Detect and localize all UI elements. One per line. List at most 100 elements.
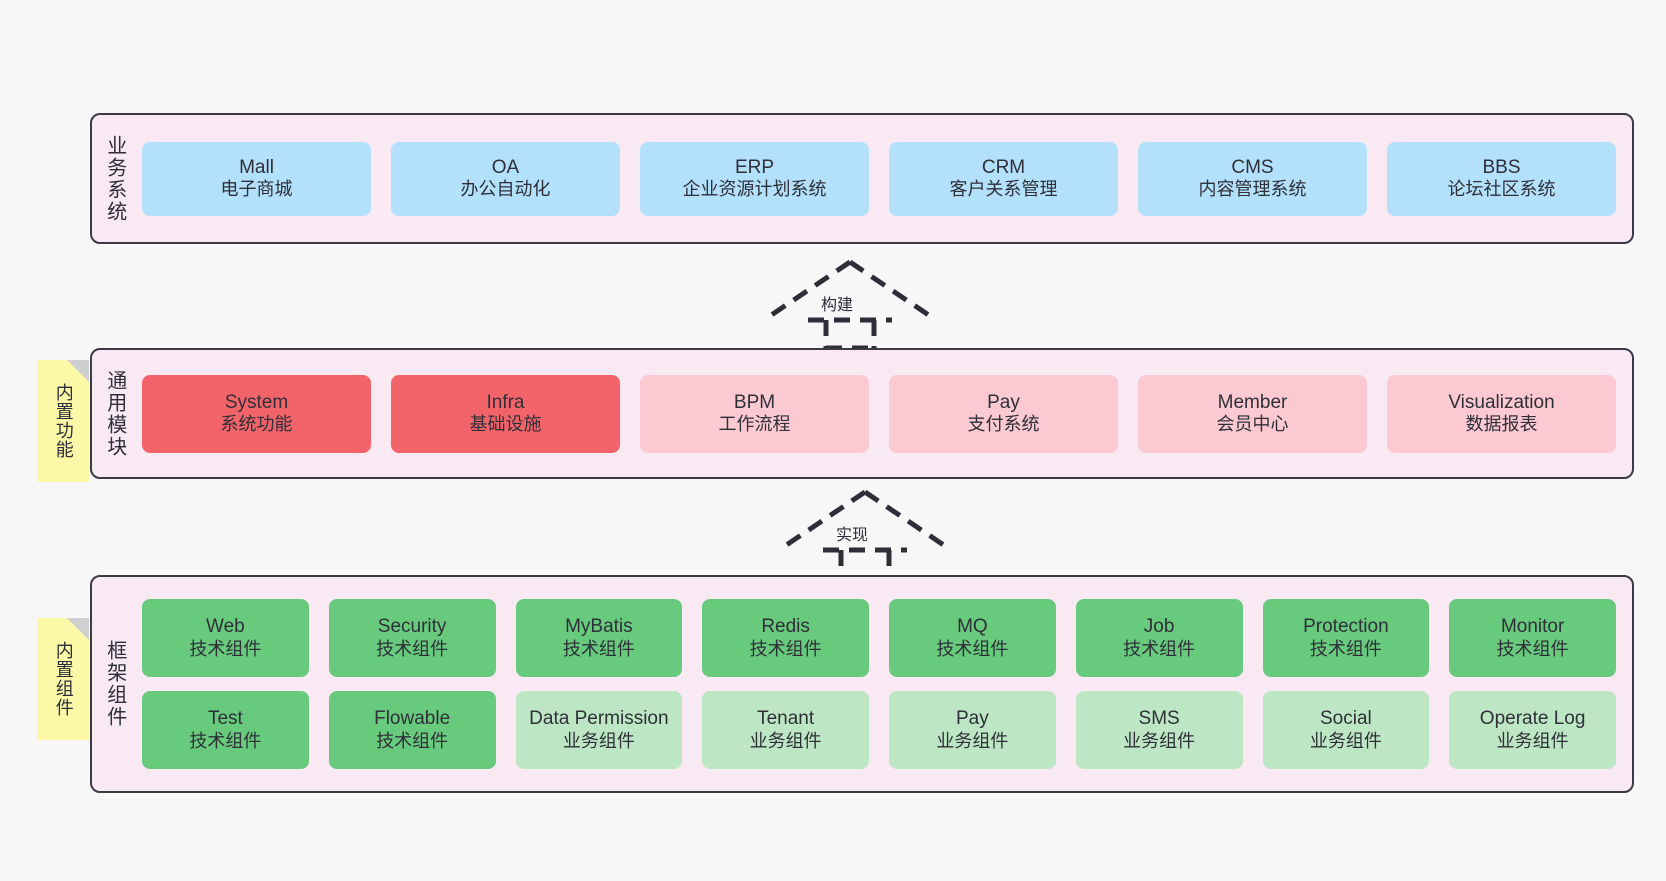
node-member[interactable]: Member 会员中心: [1138, 374, 1367, 453]
node-visualization[interactable]: Visualization 数据报表: [1387, 374, 1616, 453]
arrow-build: 构建: [760, 258, 940, 351]
node-subtitle: 内容管理系统: [1198, 179, 1307, 200]
node-subtitle: 论坛社区系统: [1447, 179, 1556, 200]
node-erp[interactable]: ERP 企业资源计划系统: [640, 141, 869, 216]
layer-framework-components: 框架组件 Web 技术组件 Security 技术组件 MyBatis 技术组件…: [90, 575, 1634, 793]
node-name: SMS: [1138, 708, 1180, 730]
node-mybatis[interactable]: MyBatis 技术组件: [515, 599, 683, 677]
layer-body-business: Mall 电子商城 OA 办公自动化 ERP 企业资源计划系统 CRM 客户关系…: [136, 115, 1632, 242]
node-name: Security: [377, 616, 447, 638]
node-subtitle: 业务组件: [1309, 730, 1382, 751]
node-operate-log[interactable]: Operate Log 业务组件: [1449, 691, 1616, 769]
node-system[interactable]: System 系统功能: [142, 374, 371, 453]
sticky-note-text: 内置组件: [53, 641, 74, 717]
layer-title-framework: 框架组件: [103, 640, 126, 728]
node-subtitle: 业务组件: [749, 730, 822, 751]
node-mall[interactable]: Mall 电子商城: [142, 141, 371, 216]
node-name: Job: [1143, 616, 1175, 638]
node-subtitle: 办公自动化: [460, 179, 551, 200]
sticky-note-builtin-components: 内置组件: [37, 618, 89, 740]
node-subtitle: 支付系统: [967, 414, 1040, 435]
node-security[interactable]: Security 技术组件: [328, 599, 496, 677]
node-name: Infra: [486, 391, 525, 413]
node-web[interactable]: Web 技术组件: [142, 599, 309, 677]
node-name: Member: [1217, 391, 1288, 413]
node-name: Data Permission: [529, 708, 669, 730]
node-name: OA: [491, 156, 520, 178]
row: Web 技术组件 Security 技术组件 MyBatis 技术组件 Redi…: [142, 599, 1616, 677]
node-name: Visualization: [1448, 391, 1555, 413]
node-subtitle: 客户关系管理: [949, 179, 1058, 200]
node-sms[interactable]: SMS 业务组件: [1075, 691, 1243, 769]
node-name: MQ: [957, 616, 988, 638]
node-data-permission[interactable]: Data Permission 业务组件: [515, 691, 683, 769]
node-subtitle: 技术组件: [189, 638, 262, 659]
node-monitor[interactable]: Monitor 技术组件: [1449, 599, 1616, 677]
node-subtitle: 技术组件: [936, 638, 1009, 659]
node-name: Tenant: [757, 708, 815, 730]
node-protection[interactable]: Protection 技术组件: [1262, 599, 1430, 677]
node-tenant[interactable]: Tenant 业务组件: [702, 691, 869, 769]
node-subtitle: 技术组件: [562, 638, 635, 659]
node-subtitle: 技术组件: [376, 730, 449, 751]
sticky-note-text: 内置功能: [53, 383, 74, 459]
arrow-build-label: 构建: [818, 291, 857, 315]
node-mq[interactable]: MQ 技术组件: [889, 599, 1056, 677]
node-name: Monitor: [1500, 616, 1565, 638]
node-name: System: [224, 391, 289, 413]
node-subtitle: 数据报表: [1465, 414, 1538, 435]
node-infra[interactable]: Infra 基础设施: [391, 374, 620, 453]
node-subtitle: 业务组件: [1123, 730, 1196, 751]
node-subtitle: 业务组件: [562, 730, 635, 751]
node-name: Pay: [987, 391, 1020, 413]
node-cms[interactable]: CMS 内容管理系统: [1138, 141, 1367, 216]
node-subtitle: 技术组件: [1123, 638, 1196, 659]
row: System 系统功能 Infra 基础设施 BPM 工作流程 Pay 支付系统…: [142, 374, 1616, 453]
node-social[interactable]: Social 业务组件: [1262, 691, 1430, 769]
folded-corner-icon: [67, 360, 89, 382]
node-job[interactable]: Job 技术组件: [1075, 599, 1243, 677]
node-redis[interactable]: Redis 技术组件: [702, 599, 869, 677]
node-oa[interactable]: OA 办公自动化: [391, 141, 620, 216]
node-pay[interactable]: Pay 支付系统: [889, 374, 1118, 453]
node-subtitle: 业务组件: [1496, 730, 1569, 751]
node-name: Flowable: [374, 708, 451, 730]
node-name: Web: [206, 616, 245, 638]
node-name: MyBatis: [565, 616, 633, 638]
row: Mall 电子商城 OA 办公自动化 ERP 企业资源计划系统 CRM 客户关系…: [142, 141, 1616, 216]
sticky-note-builtin-features: 内置功能: [37, 360, 89, 482]
node-pay-component[interactable]: Pay 业务组件: [889, 691, 1056, 769]
node-name: BBS: [1482, 156, 1521, 178]
node-subtitle: 技术组件: [376, 638, 449, 659]
node-subtitle: 工作流程: [718, 414, 791, 435]
node-name: Mall: [239, 156, 274, 178]
node-name: CRM: [981, 156, 1026, 178]
node-subtitle: 企业资源计划系统: [682, 179, 827, 200]
node-subtitle: 业务组件: [936, 730, 1009, 751]
node-subtitle: 会员中心: [1216, 414, 1289, 435]
node-name: BPM: [733, 391, 776, 413]
layer-title-common: 通用模块: [103, 369, 126, 458]
node-subtitle: 电子商城: [220, 179, 293, 200]
node-subtitle: 基础设施: [469, 414, 542, 435]
node-bbs[interactable]: BBS 论坛社区系统: [1387, 141, 1616, 216]
node-bpm[interactable]: BPM 工作流程: [640, 374, 869, 453]
row: Test 技术组件 Flowable 技术组件 Data Permission …: [142, 691, 1616, 769]
node-name: Operate Log: [1479, 708, 1586, 730]
layer-body-framework: Web 技术组件 Security 技术组件 MyBatis 技术组件 Redi…: [136, 577, 1632, 791]
node-subtitle: 技术组件: [189, 730, 262, 751]
node-test[interactable]: Test 技术组件: [142, 691, 309, 769]
folded-corner-icon: [67, 618, 89, 640]
node-crm[interactable]: CRM 客户关系管理: [889, 141, 1118, 216]
node-subtitle: 技术组件: [749, 638, 822, 659]
node-subtitle: 技术组件: [1309, 638, 1382, 659]
node-subtitle: 系统功能: [220, 414, 293, 435]
node-flowable[interactable]: Flowable 技术组件: [328, 691, 496, 769]
arrow-implement: 实现: [775, 488, 955, 581]
node-name: CMS: [1231, 156, 1274, 178]
layer-title-business: 业务系统: [103, 134, 126, 223]
node-name: Protection: [1303, 616, 1389, 638]
layer-common-modules: 通用模块 System 系统功能 Infra 基础设施 BPM 工作流程 Pay…: [90, 348, 1634, 479]
node-name: Social: [1320, 708, 1372, 730]
node-subtitle: 技术组件: [1496, 638, 1569, 659]
